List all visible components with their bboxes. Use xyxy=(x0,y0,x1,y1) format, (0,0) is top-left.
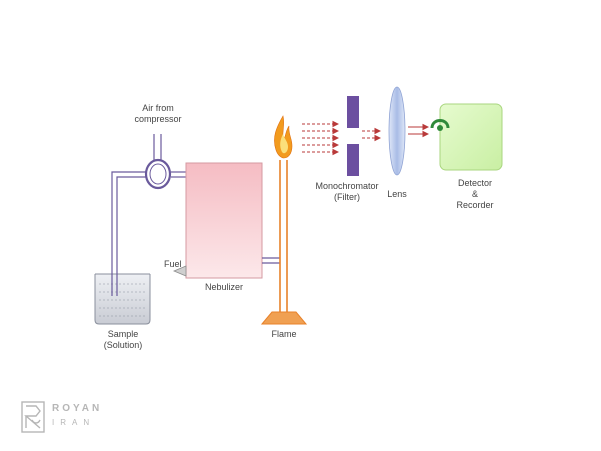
sample-label-line1: Sample xyxy=(107,329,139,339)
sample-beaker xyxy=(94,273,151,325)
flame-label: Flame xyxy=(271,329,297,339)
royan-logo-mark xyxy=(21,401,45,433)
lens xyxy=(388,86,406,176)
light-rays-to-filter xyxy=(302,120,340,156)
sample-tube xyxy=(111,171,186,296)
detector-label-line3: Recorder xyxy=(456,200,494,210)
detector-label: Detector & Recorder xyxy=(440,178,510,211)
logo-word-iran: IRAN xyxy=(52,418,96,427)
monochromator-label-line2: (Filter) xyxy=(334,192,360,202)
fuel-label: Fuel xyxy=(164,259,182,269)
monochromator-label-line1: Monochromator xyxy=(315,181,379,191)
royan-logo-text: ROYAN IRAN xyxy=(52,403,112,428)
burner-feed-tube xyxy=(262,257,280,264)
air-label: Air from compressor xyxy=(122,103,194,125)
detector-label-line1: Detector xyxy=(457,178,492,188)
monochromator-label: Monochromator (Filter) xyxy=(302,181,392,203)
nebulizer-chamber xyxy=(185,162,263,279)
sensor-icon xyxy=(430,119,450,131)
burner xyxy=(260,160,308,325)
light-rays-to-lens xyxy=(362,127,382,142)
sample-label: Sample (Solution) xyxy=(92,329,154,351)
lens-label: Lens xyxy=(387,189,407,199)
fuel-inlet xyxy=(172,265,187,277)
monochromator-filter xyxy=(347,96,359,176)
nebulizer-label: Nebulizer xyxy=(204,282,244,292)
sample-label-line2: (Solution) xyxy=(103,340,143,350)
logo-word-royan: ROYAN xyxy=(52,403,103,414)
air-label-line2: compressor xyxy=(134,114,182,124)
air-label-line1: Air from xyxy=(142,103,174,113)
light-rays-to-detector xyxy=(408,123,430,138)
air-coil xyxy=(144,134,172,190)
flame xyxy=(274,115,293,159)
detector-label-line2: & xyxy=(471,189,478,199)
detector-box xyxy=(439,103,503,171)
